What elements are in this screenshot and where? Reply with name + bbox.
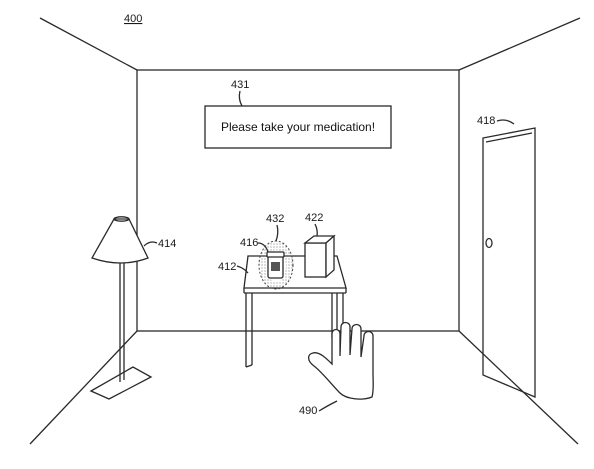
label-422: 422	[305, 212, 323, 224]
leader-490	[318, 400, 338, 412]
room-outline	[29, 17, 581, 445]
message-display: Please take your medication!	[204, 105, 392, 149]
message-text: Please take your medication!	[221, 120, 375, 134]
leader-416	[257, 242, 269, 253]
leader-422	[314, 223, 318, 237]
pill-bottle	[266, 251, 285, 279]
label-416: 416	[240, 237, 258, 249]
door	[482, 127, 536, 398]
hand-icon	[307, 321, 374, 400]
label-432: 432	[266, 213, 284, 225]
label-431: 431	[231, 79, 249, 91]
box	[303, 234, 336, 279]
leader-418	[496, 119, 515, 125]
figure-number: 400	[124, 13, 142, 25]
label-418: 418	[477, 115, 495, 127]
label-414: 414	[158, 238, 176, 250]
leader-414	[143, 241, 158, 247]
label-490: 490	[299, 405, 317, 417]
floor-lamp	[89, 216, 153, 400]
leader-412	[236, 265, 249, 274]
leader-431	[238, 90, 243, 107]
door-knob	[485, 237, 493, 249]
label-412: 412	[218, 261, 236, 273]
leader-432	[275, 224, 279, 242]
